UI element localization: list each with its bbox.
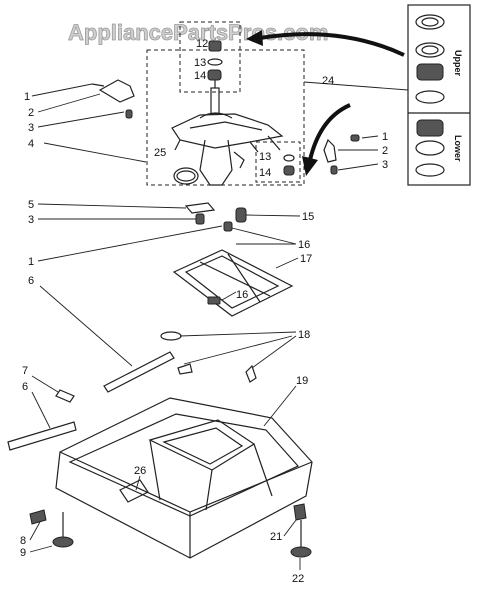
callout-15: 15 [302,211,314,223]
callout-1: 1 [28,256,34,268]
callout-26: 26 [134,465,146,477]
callout-7: 7 [22,365,28,377]
callout-3: 3 [28,214,34,226]
callout-16: 16 [236,289,248,301]
right-hardware [323,134,360,175]
callout-13: 13 [194,57,206,69]
callout-22: 22 [292,573,304,585]
callout-24: 24 [322,75,334,87]
callout-12: 12 [196,38,208,50]
callout-3: 3 [382,159,388,171]
clips-18 [160,331,257,383]
callout-17: 17 [300,253,312,265]
callout-19: 19 [296,375,308,387]
callout-21: 21 [270,531,282,543]
callout-13: 13 [259,151,271,163]
callout-14: 14 [194,70,206,82]
callout-labels: 12 13 14 24 1 2 3 4 25 13 14 1 2 3 5 3 1… [20,38,388,585]
callout-14: 14 [259,167,271,179]
upper-label: Upper [453,50,463,77]
top-detail-box [146,21,305,186]
inset-arrows [246,30,405,176]
callout-2: 2 [28,107,34,119]
callout-4: 4 [28,138,34,150]
transmission-assembly [171,80,284,186]
lower-label: Lower [453,135,463,162]
callout-3: 3 [28,122,34,134]
callout-2: 2 [382,145,388,157]
watermark-text: AppliancePartsPros.com [68,20,328,45]
bearing-inset: Upper Lower [407,4,471,186]
callout-8: 8 [20,535,26,547]
callout-1: 1 [382,131,388,143]
leader-lines [29,81,409,570]
bracket-17 [172,249,294,317]
bearing-sub-box [255,141,301,183]
callout-1: 1 [24,91,30,103]
base-frame [55,397,313,559]
rods-6 [7,351,175,451]
coupling-parts [184,202,247,232]
callout-5: 5 [28,199,34,211]
callout-6: 6 [22,381,28,393]
callout-16: 16 [298,239,310,251]
callout-18: 18 [298,329,310,341]
callout-6: 6 [28,275,34,287]
callout-9: 9 [20,547,26,559]
upper-left-hardware [91,79,135,119]
callout-25: 25 [154,147,166,159]
leveling-legs [29,503,312,558]
